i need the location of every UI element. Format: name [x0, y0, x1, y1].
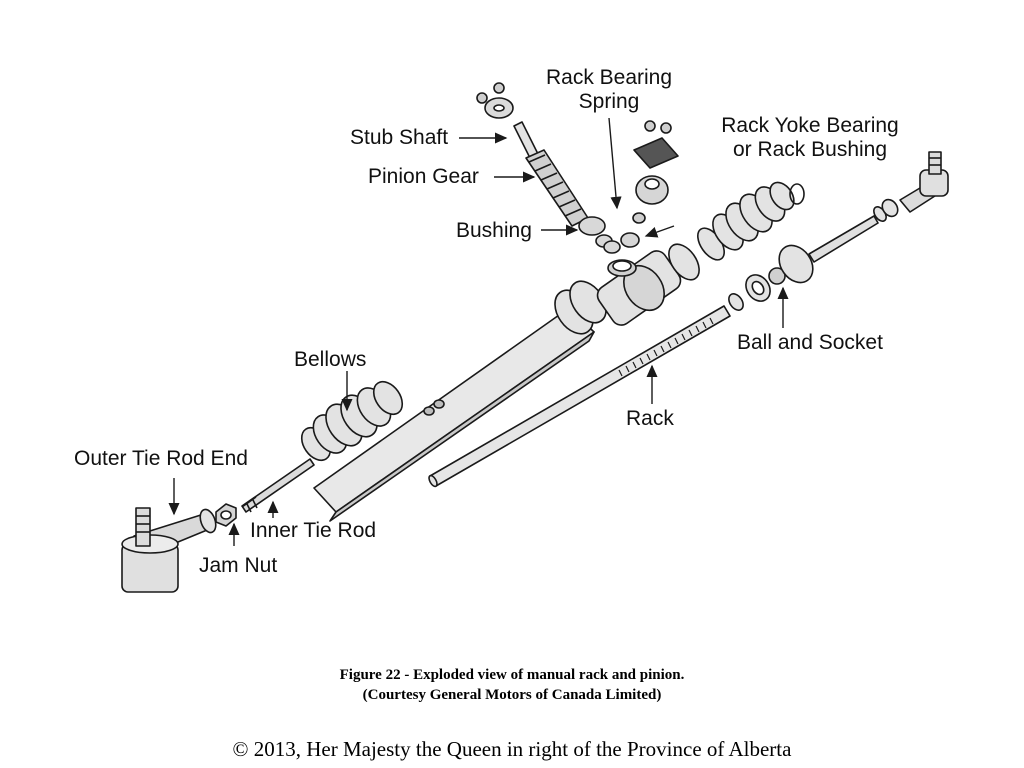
- rack-bar: [428, 305, 731, 488]
- exploded-view-diagram: Rack Bearing Spring Rack Yoke Bearing or…: [74, 66, 950, 596]
- label-ball-and-socket: Ball and Socket: [737, 331, 883, 354]
- right-inner-tie-rod: [728, 198, 899, 311]
- copyright-notice: © 2013, Her Majesty the Queen in right o…: [232, 737, 792, 761]
- label-rack-bearing-spring-line1: Rack Bearing: [546, 66, 672, 89]
- label-rack-bearing-spring-line2: Spring: [579, 90, 640, 113]
- diagram-drawing: Rack Bearing Spring Rack Yoke Bearing or…: [74, 66, 949, 593]
- pinion-assembly: [476, 82, 621, 254]
- label-stub-shaft: Stub Shaft: [350, 126, 448, 149]
- label-outer-tie-rod-end: Outer Tie Rod End: [74, 447, 248, 470]
- label-jam-nut: Jam Nut: [199, 554, 277, 577]
- rack-yoke-assembly: [620, 120, 679, 248]
- figure-caption-line1: Figure 22 - Exploded view of manual rack…: [339, 667, 685, 683]
- label-rack-yoke-line2: or Rack Bushing: [733, 138, 887, 161]
- rack-housing: [313, 243, 700, 522]
- left-inner-tie-rod: [241, 458, 315, 513]
- right-bellows: [697, 181, 805, 261]
- label-pinion-gear: Pinion Gear: [368, 165, 479, 188]
- label-rack: Rack: [626, 407, 674, 430]
- jam-nut: [215, 503, 237, 527]
- label-bushing: Bushing: [456, 219, 532, 242]
- label-bellows: Bellows: [294, 348, 366, 371]
- label-inner-tie-rod: Inner Tie Rod: [250, 519, 376, 542]
- figure-caption-line2: (Courtesy General Motors of Canada Limit…: [362, 687, 662, 703]
- left-outer-tie-rod-end: [121, 507, 217, 593]
- part-labels: Rack Bearing Spring Rack Yoke Bearing or…: [74, 66, 899, 577]
- right-outer-tie-rod-end: [899, 151, 949, 213]
- label-rack-yoke-line1: Rack Yoke Bearing: [721, 114, 898, 137]
- leader-lines: [168, 117, 789, 546]
